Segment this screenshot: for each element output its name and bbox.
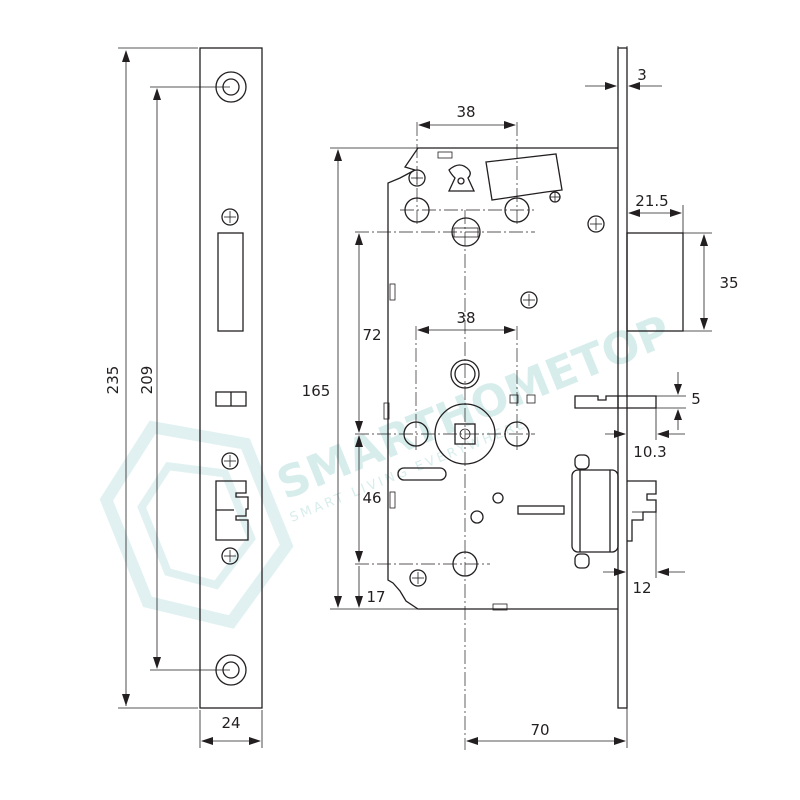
- faceplate-screw-1-icon: [221, 208, 239, 226]
- deadbolt-slot: [215, 391, 247, 407]
- latch-slot: [217, 232, 244, 332]
- dim-latch-projection: 21.5: [635, 192, 668, 210]
- latch-lever: [485, 153, 563, 201]
- lower-slot: [397, 467, 447, 481]
- bolt-assembly: [571, 454, 657, 569]
- faceplate-view: 235 209 24: [104, 47, 263, 748]
- dim-top-offset: 38: [456, 103, 475, 121]
- faceplate-outline: [199, 47, 263, 709]
- lock-case-outline: [387, 147, 618, 610]
- dim-bolt-projection: 12: [632, 579, 651, 597]
- dim-deadbolt-height: 5: [691, 390, 701, 408]
- dim-screw-spacing: 209: [138, 366, 156, 395]
- dim-faceplate-thickness: 3: [637, 66, 647, 84]
- dim-upper-span: 72: [362, 326, 381, 344]
- body-screw-mid-icon: [520, 291, 538, 309]
- key-slot-icon: [447, 164, 476, 192]
- dim-backset: 70: [530, 721, 549, 739]
- dim-deadbolt-projection: 10.3: [633, 443, 666, 461]
- side-faceplate: [617, 47, 628, 709]
- faceplate-screw-2-icon: [221, 452, 239, 470]
- faceplate-screw-3-icon: [221, 547, 239, 565]
- dim-latch-height: 35: [719, 274, 738, 292]
- body-screw-right-icon: [587, 215, 605, 233]
- dim-body-height: 165: [302, 382, 331, 400]
- dim-bottom-offset: 17: [366, 588, 385, 606]
- bolt-head: [215, 480, 249, 541]
- deadbolt: [574, 395, 657, 409]
- dim-lower-span: 46: [362, 489, 381, 507]
- dim-mid-offset: 38: [456, 309, 475, 327]
- lower-screw-icon: [409, 569, 427, 587]
- lock-body-view: 3 38 38 165 72 46 17: [302, 46, 739, 750]
- dim-faceplate-width: 24: [221, 714, 240, 732]
- watermark-logo-icon: [99, 420, 294, 629]
- dim-faceplate-height: 235: [104, 366, 122, 395]
